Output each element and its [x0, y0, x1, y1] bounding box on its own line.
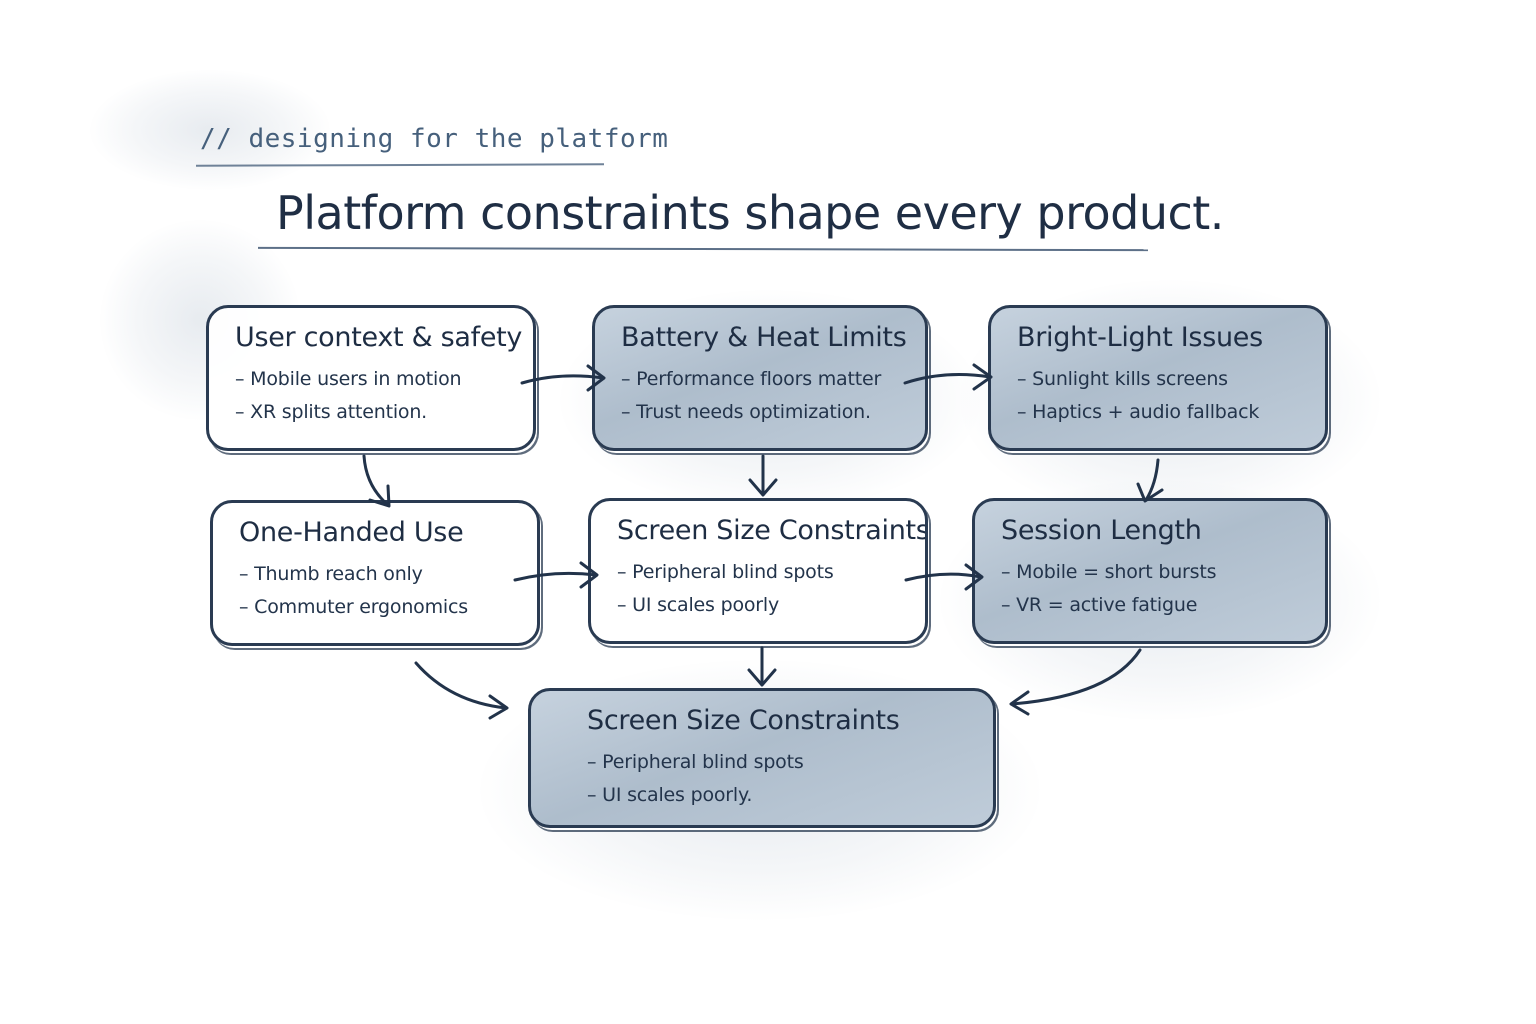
node-user-context: User context & safety – Mobile users in … [206, 305, 536, 451]
node-title: Screen Size Constraints [617, 515, 928, 546]
node-bullet: – XR splits attention. [235, 401, 428, 423]
arrow-battery-to-bright [903, 373, 992, 385]
node-bullet: – UI scales poorly [617, 594, 780, 616]
node-bullet: – Commuter ergonomics [239, 596, 468, 618]
arrow-onehanded-to-screen [513, 571, 598, 582]
arrow-onehanded-to-screen-head [579, 561, 599, 589]
arrow-session-to-summary [1010, 648, 1142, 706]
node-bullet: – Peripheral blind spots [587, 751, 804, 773]
arrow-onehanded-to-summary [414, 661, 508, 710]
node-one-handed: One-Handed Use – Thumb reach only – Comm… [210, 500, 540, 646]
node-bullet: – Performance floors matter [621, 368, 882, 390]
node-battery-heat: Battery & Heat Limits – Performance floo… [592, 305, 928, 451]
arrow-bright-to-session-head [1136, 482, 1164, 503]
node-bullet: – Mobile = short bursts [1001, 561, 1217, 583]
node-bullet: – Thumb reach only [239, 563, 423, 585]
node-screen-size-summary: Screen Size Constraints – Peripheral bli… [528, 688, 996, 828]
arrow-screen-to-session-head [964, 563, 984, 591]
node-session-length: Session Length – Mobile = short bursts –… [972, 498, 1328, 644]
node-bullet: – Mobile users in motion [235, 368, 462, 390]
node-title: Battery & Heat Limits [621, 322, 907, 353]
node-bullet: – VR = active fatigue [1001, 594, 1198, 616]
arrow-onehanded-to-summary-head [488, 694, 509, 720]
node-title: Screen Size Constraints [587, 705, 900, 736]
arrow-session-to-summary-head [1009, 690, 1030, 716]
node-bright-light: Bright-Light Issues – Sunlight kills scr… [988, 305, 1328, 451]
node-bullet: – Trust needs optimization. [621, 401, 871, 423]
page-title: Platform constraints shape every product… [276, 186, 1224, 240]
node-title: User context & safety [235, 322, 523, 353]
node-bullet: – Sunlight kills screens [1017, 368, 1228, 390]
arrow-battery-to-bright-head [972, 363, 993, 391]
arrow-context-to-battery-head [586, 364, 606, 392]
node-title: Session Length [1001, 515, 1202, 546]
section-subtitle: // designing for the platform [200, 124, 669, 154]
node-bullet: – Peripheral blind spots [617, 561, 834, 583]
arrow-screen-to-session [904, 572, 983, 582]
arrow-bright-to-session [1144, 458, 1160, 502]
arrow-context-to-onehanded [362, 454, 390, 507]
node-bullet: – Haptics + audio fallback [1017, 401, 1260, 423]
node-screen-size: Screen Size Constraints – Peripheral bli… [588, 498, 928, 644]
node-title: Bright-Light Issues [1017, 322, 1263, 353]
node-bullet: – UI scales poorly. [587, 784, 753, 806]
arrow-context-to-onehanded-head [368, 484, 391, 508]
node-title: One-Handed Use [239, 517, 464, 548]
arrow-screen-to-summary-head [747, 668, 777, 687]
arrow-battery-to-screen-head [748, 478, 778, 497]
arrow-context-to-battery [520, 374, 605, 385]
